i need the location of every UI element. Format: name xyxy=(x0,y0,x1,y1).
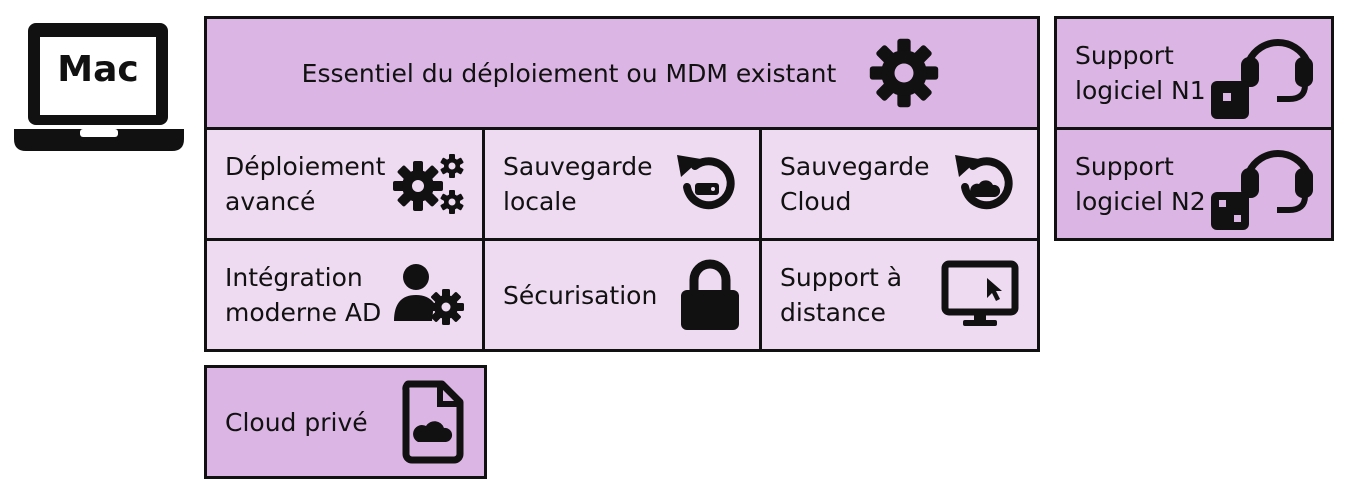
gears-icon xyxy=(393,154,464,214)
history-cloud-icon xyxy=(955,155,1013,210)
cloud-document-icon xyxy=(402,380,464,464)
headset-icon xyxy=(1211,39,1313,119)
tile-support-n2: Support logiciel N2 xyxy=(1054,127,1334,241)
tile-cloud-prive: Cloud privé xyxy=(204,365,487,479)
tile-label: Sécurisation xyxy=(503,280,658,310)
tile-label: Support à distance xyxy=(780,263,903,327)
tile-label: Sauvegarde locale xyxy=(503,152,653,216)
tile-label: Déploiement avancé xyxy=(225,152,386,216)
tile-label: Intégration moderne AD xyxy=(225,263,382,327)
laptop-icon xyxy=(14,23,184,151)
tile-sauvegarde-locale: Sauvegarde locale xyxy=(482,127,762,241)
tile-essentiel-deploiement: Essentiel du déploiement ou MDM existant xyxy=(204,16,1040,130)
tile-support-distance: Support à distance xyxy=(759,238,1040,352)
tile-label: Cloud privé xyxy=(225,407,368,437)
headset-icon xyxy=(1211,150,1313,230)
tile-deploiement-avance: Déploiement avancé xyxy=(204,127,487,241)
tile-support-n1: Support logiciel N1 xyxy=(1054,16,1334,130)
tile-sauvegarde-cloud: Sauvegarde Cloud xyxy=(759,127,1040,241)
tile-label: Support logiciel N1 xyxy=(1075,41,1206,105)
gear-icon xyxy=(870,38,939,108)
tile-integration-ad: Intégration moderne AD xyxy=(204,238,487,352)
tile-securisation: Sécurisation xyxy=(482,238,762,352)
tile-label: Sauvegarde Cloud xyxy=(780,152,930,216)
mac-label: Mac xyxy=(57,49,139,90)
lock-icon xyxy=(681,259,739,330)
monitor-pointer-icon xyxy=(941,260,1019,326)
tile-label: Support logiciel N2 xyxy=(1075,152,1206,216)
user-gear-icon xyxy=(394,264,464,325)
history-drive-icon xyxy=(677,155,735,210)
tile-essentiel-label: Essentiel du déploiement ou MDM existant xyxy=(301,58,837,88)
